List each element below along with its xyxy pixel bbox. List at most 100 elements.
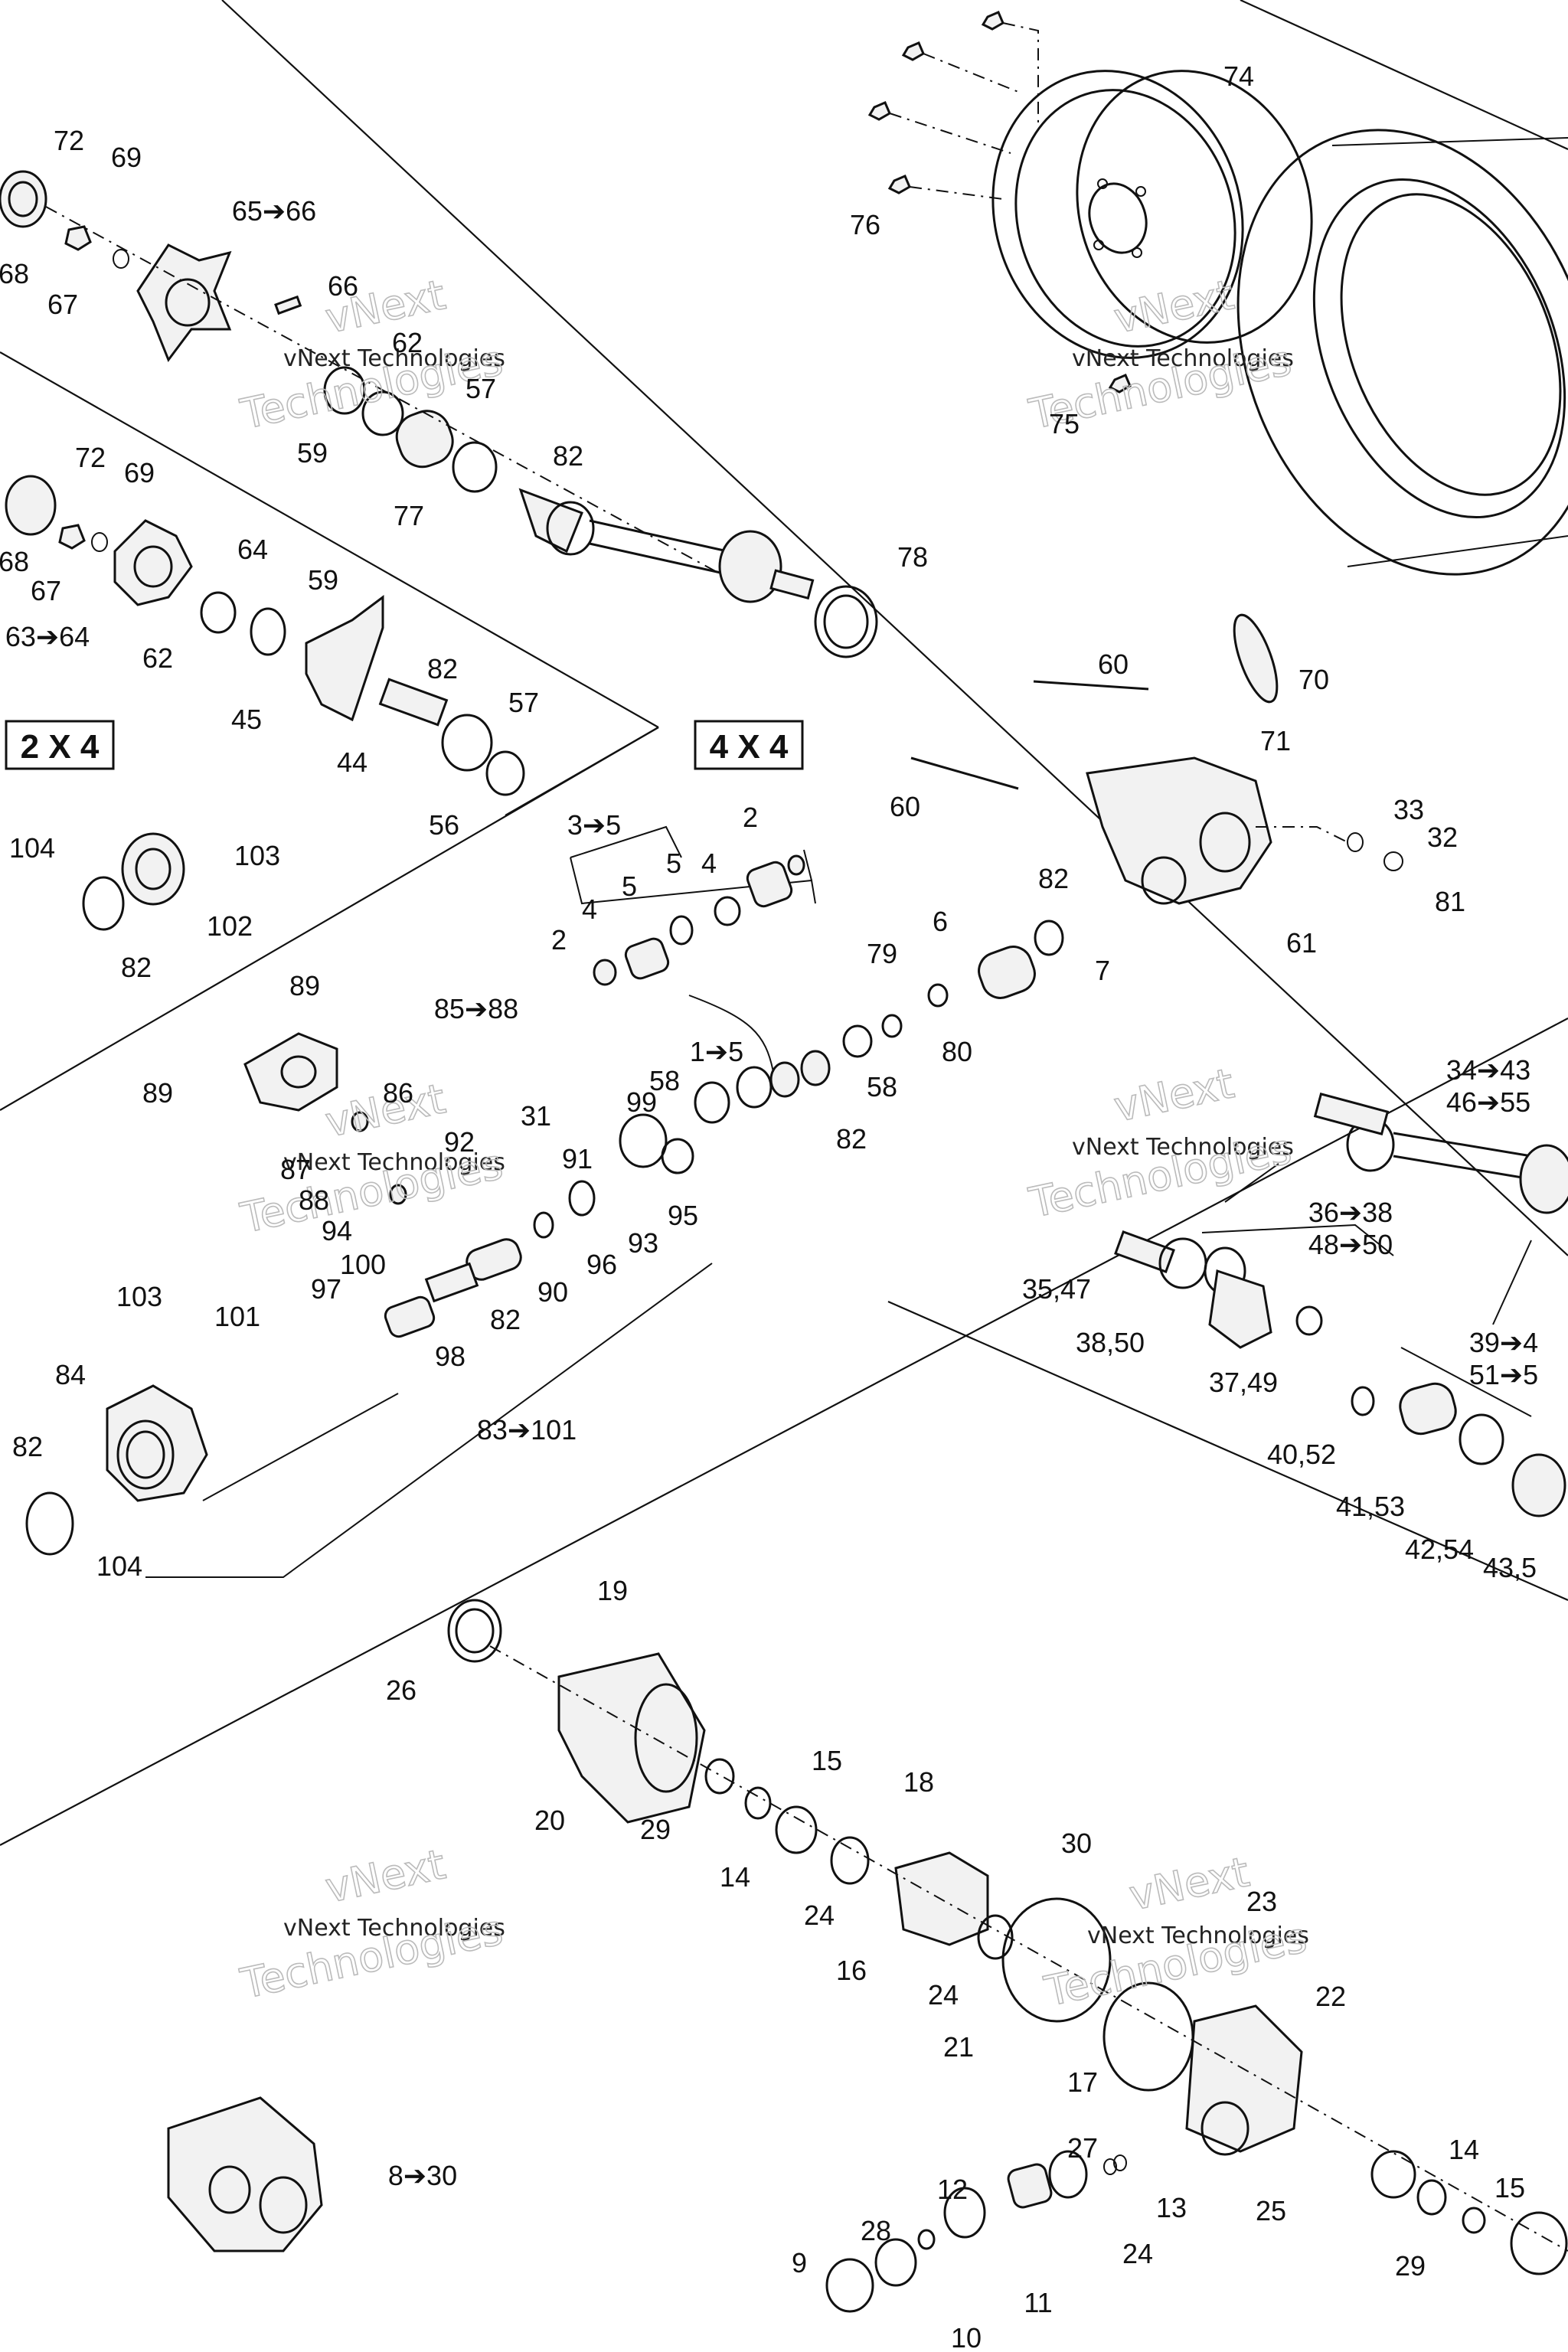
part-label-25: 25 [1256,2195,1286,2226]
part-label-11: 11 [1024,2287,1052,2318]
part-label-93: 93 [628,1227,658,1259]
coupling-assembly [570,825,1064,1124]
part-label-61: 61 [1286,927,1317,959]
drive-shaft-upper [518,488,878,658]
svg-text:4 X 4: 4 X 4 [710,728,789,766]
section-tag-4x4: 4 X 4 [694,720,804,770]
part-label-15: 1➔5 [690,1036,743,1067]
knuckle-assembly [5,475,659,816]
part-label-19: 19 [597,1575,628,1606]
part-label-12: 12 [937,2174,968,2205]
part-label-4655: 46➔55 [1446,1086,1530,1118]
part-label-58b: 58 [867,1071,897,1102]
bearing-cover [82,832,185,931]
part-label-67b: 67 [31,575,61,606]
part-label-24b: 24 [928,1979,959,2011]
part-label-3443: 34➔43 [1446,1054,1530,1086]
part-label-6: 6 [933,906,948,937]
part-label-102: 102 [207,910,253,942]
part-label-33: 33 [1393,794,1424,825]
part-label-29a: 29 [640,1814,671,1845]
boot-kit [593,854,805,1073]
part-label-17: 17 [1067,2066,1098,2098]
part-label-23: 23 [1246,1886,1277,1917]
part-label-58a: 58 [649,1065,680,1096]
part-label-20: 20 [534,1805,565,1836]
part-label-67a: 67 [47,289,78,320]
part-label-44: 44 [337,746,368,778]
part-label-3749: 37,49 [1209,1367,1278,1398]
part-label-103b: 103 [116,1281,162,1312]
part-label-5a: 5 [666,848,681,879]
part-label-70: 70 [1298,664,1329,695]
part-label-62a: 62 [392,327,423,358]
part-label-66: 66 [328,270,358,302]
part-label-18: 18 [903,1766,934,1798]
part-label-6566: 65➔66 [232,195,316,227]
part-label-51: 51➔5 [1469,1359,1538,1390]
part-label-69b: 69 [124,457,155,488]
part-label-87: 87 [280,1154,311,1185]
part-label-90: 90 [537,1276,568,1308]
part-label-60a: 60 [1098,648,1129,680]
part-label-57a: 57 [466,373,496,404]
part-label-82e: 82 [490,1304,521,1335]
part-label-78: 78 [897,541,928,573]
part-label-3850: 38,50 [1076,1327,1145,1358]
part-label-3547: 35,47 [1022,1273,1091,1305]
part-label-14b: 14 [1449,2134,1479,2165]
front-output-housing [25,1263,713,1578]
part-label-92: 92 [444,1126,475,1158]
part-label-4b: 4 [582,893,597,925]
part-label-13: 13 [1156,2192,1187,2223]
part-label-84: 84 [55,1359,86,1390]
part-label-68a: 68 [0,258,29,289]
svg-text:vNext Technologies: vNext Technologies [283,345,505,372]
part-label-5b: 5 [622,871,637,902]
differential-assembly-complete [167,2096,323,2252]
part-label-74: 74 [1223,60,1254,92]
wheel-nuts [867,11,1132,394]
part-label-71: 71 [1260,725,1291,756]
part-label-60b: 60 [890,791,920,822]
part-label-82f: 82 [12,1431,43,1462]
part-label-83101: 83➔101 [477,1414,577,1446]
part-label-24a: 24 [804,1900,835,1931]
part-label-94: 94 [322,1215,352,1246]
part-label-101: 101 [214,1301,260,1332]
part-label-86: 86 [383,1077,413,1109]
part-label-68b: 68 [0,546,29,577]
part-label-8588: 85➔88 [434,993,518,1024]
part-label-91: 91 [562,1143,593,1174]
part-label-15b: 15 [812,1745,842,1776]
part-label-98: 98 [435,1341,466,1372]
part-label-82g: 82 [1038,863,1069,894]
part-label-80: 80 [942,1036,972,1067]
part-label-435: 43,5 [1483,1552,1537,1583]
part-label-77: 77 [394,500,424,531]
part-label-82c: 82 [121,952,152,983]
part-label-30: 30 [1061,1828,1092,1859]
part-label-32: 32 [1427,822,1458,853]
part-label-59b: 59 [308,564,338,596]
part-label-830: 8➔30 [388,2160,457,2191]
part-label-27: 27 [1067,2132,1098,2164]
part-label-82a: 82 [553,440,583,472]
part-label-45: 45 [231,704,262,735]
part-label-57b: 57 [508,687,539,718]
part-label-24c: 24 [1122,2238,1153,2269]
part-label-64: 64 [237,534,268,565]
part-label-100: 100 [340,1249,386,1280]
part-label-2b: 2 [551,924,567,956]
part-label-62b: 62 [142,642,173,674]
svg-text:vNext Technologies: vNext Technologies [283,1915,505,1942]
svg-text:vNext: vNext [1110,270,1238,342]
svg-text:vNext Technologies: vNext Technologies [283,1149,505,1176]
part-label-2a: 2 [743,802,758,833]
part-label-35: 3➔5 [567,809,621,841]
section-separators [0,0,1568,1846]
svg-text:vNext Technologies: vNext Technologies [1072,345,1294,372]
wheel-rim [991,70,1313,359]
